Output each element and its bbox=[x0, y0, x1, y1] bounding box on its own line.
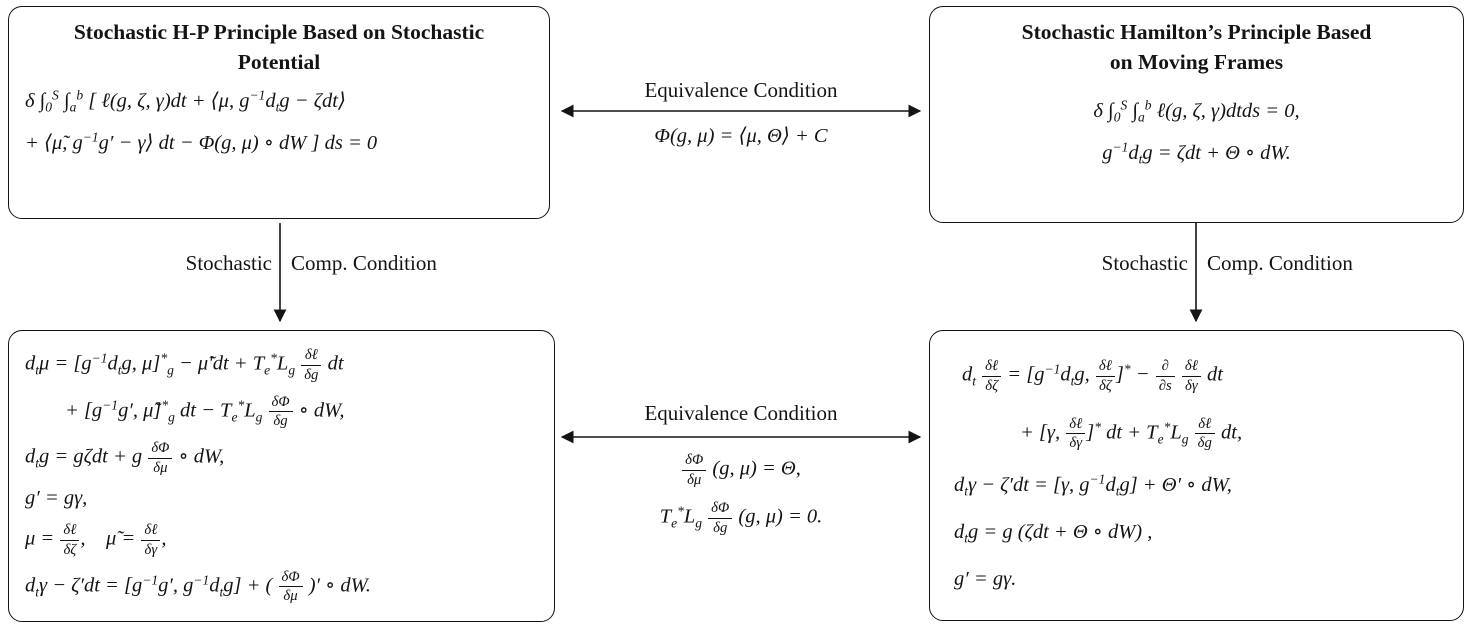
equivalence-label-top: Equivalence Condition bbox=[644, 78, 838, 102]
equation-line-2: g−1dtg = ζdt + Θ ∘ dW. bbox=[1102, 139, 1291, 167]
label-stochastic-right: Stochastic bbox=[1101, 251, 1188, 275]
label-stochastic-left: Stochastic bbox=[185, 251, 272, 275]
box-stochastic-hamiltons-principle: Stochastic Hamilton’s Principle Based on… bbox=[929, 6, 1464, 223]
equation-line-2: + ⟨μ̃, g−1g′ − γ⟩ dt − Φ(g, μ) ∘ dW ] ds… bbox=[25, 129, 378, 154]
equation-line-1: δ ∫0S ∫ab ℓ(g, ζ, γ)dtds = 0, bbox=[1093, 97, 1300, 125]
equation-line-5: g′ = gγ. bbox=[954, 568, 1017, 591]
box-title-stochastic-hamilton: Stochastic Hamilton’s Principle Based on… bbox=[1021, 20, 1372, 75]
label-comp-condition-left: Comp. Condition bbox=[291, 251, 437, 275]
equation-block: δ ∫0S ∫ab ℓ(g, ζ, γ)dtds = 0, g−1dtg = ζ… bbox=[930, 77, 1463, 166]
equation-line-1: δ ∫0S ∫ab [ ℓ(g, ζ, γ)dt + ⟨μ, g−1dtg − … bbox=[25, 87, 346, 115]
equivalence-label-bottom: Equivalence Condition bbox=[644, 401, 838, 425]
equation-line-3: dtγ − ζ′dt = [γ, g−1dtg] + Θ′ ∘ dW, bbox=[954, 471, 1232, 499]
equation-line-4: g′ = gγ, bbox=[25, 487, 88, 510]
box-stochastic-hp-principle: Stochastic H-P Principle Based on Stocha… bbox=[8, 6, 550, 219]
label-comp-condition-right: Comp. Condition bbox=[1207, 251, 1353, 275]
box-title-stochastic-hp: Stochastic H-P Principle Based on Stocha… bbox=[73, 20, 485, 75]
equation-block: δ ∫0S ∫ab [ ℓ(g, ζ, γ)dt + ⟨μ, g−1dtg − … bbox=[9, 77, 549, 156]
equation-line-4: dtg = g (ζdt + Θ ∘ dW) , bbox=[954, 521, 1153, 546]
equivalence-condition-top: Φ(g, μ) = ⟨μ, Θ⟩ + C bbox=[654, 125, 828, 147]
